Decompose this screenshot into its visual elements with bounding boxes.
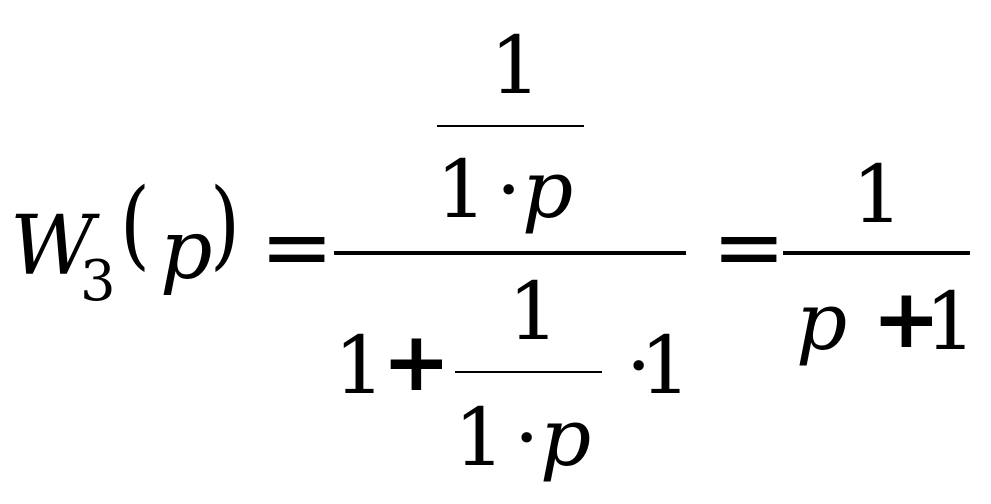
result-denominator-plus: + (872, 272, 941, 367)
main-denominator-dot: · (626, 319, 652, 412)
equals-sign-2: = (712, 195, 786, 298)
close-paren: ) (210, 168, 240, 280)
inner-fraction-variable: p (540, 391, 592, 484)
result-fraction-bar (783, 251, 970, 255)
result-numerator: 1 (852, 148, 903, 241)
inner-fraction-bar (455, 371, 602, 373)
function-name: W (10, 199, 95, 294)
function-subscript: 3 (80, 249, 116, 314)
result-denominator-variable: p (796, 275, 848, 368)
main-numerator-dot: · (496, 143, 522, 236)
main-denominator-plus: + (382, 315, 451, 410)
main-numerator-variable: p (522, 143, 574, 236)
lhs-variable: p (160, 203, 213, 298)
result-denominator-one: 1 (925, 275, 976, 368)
main-denominator-one: 1 (334, 319, 385, 412)
open-paren: ( (120, 168, 150, 280)
equals-sign-1: = (260, 195, 334, 298)
main-numerator-fraction-bar (437, 125, 584, 127)
main-numerator-top-one: 1 (490, 19, 541, 112)
main-denominator-factor: 1 (640, 319, 691, 412)
inner-fraction-dot: · (514, 391, 540, 484)
main-numerator-denominator-one: 1 (436, 143, 487, 236)
main-fraction-bar (334, 251, 686, 255)
inner-fraction-numerator: 1 (508, 265, 559, 358)
inner-fraction-denominator-one: 1 (454, 391, 505, 484)
